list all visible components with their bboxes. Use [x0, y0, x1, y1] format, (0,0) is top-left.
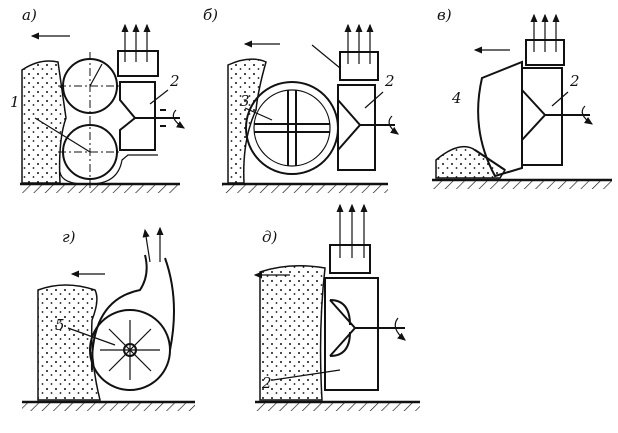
panel-b-letter: б)	[203, 6, 218, 24]
panel-v-letter: в)	[437, 6, 452, 24]
label-3: 3	[240, 92, 250, 110]
label-2: 2	[261, 374, 272, 392]
panel-v-cone-blower: в) 4 2	[432, 6, 612, 189]
cone-auger	[477, 60, 523, 178]
label-1: 1	[10, 93, 20, 111]
label-5: 5	[55, 316, 65, 334]
impeller-wheel	[245, 81, 339, 175]
panel-d-letter: д)	[262, 228, 278, 246]
ground-hatch	[20, 185, 180, 193]
fan-housing	[119, 81, 156, 151]
panel-a-rotor-blower: а) 1 2	[10, 6, 186, 193]
panel-b-wheel-blower: б) 3 2	[203, 6, 399, 193]
label-2: 2	[169, 72, 180, 90]
panel-d-fan-blower: д) 2	[253, 203, 420, 411]
panel-g-letter: г)	[62, 228, 76, 246]
snow-mass	[21, 60, 67, 184]
label-4: 4	[451, 89, 462, 107]
discharge-box	[117, 50, 159, 77]
label-2: 2	[569, 72, 580, 90]
panel-g-impeller-blower: г) 5	[22, 226, 195, 411]
panel-a-letter: а)	[22, 6, 37, 24]
label-2: 2	[384, 72, 395, 90]
